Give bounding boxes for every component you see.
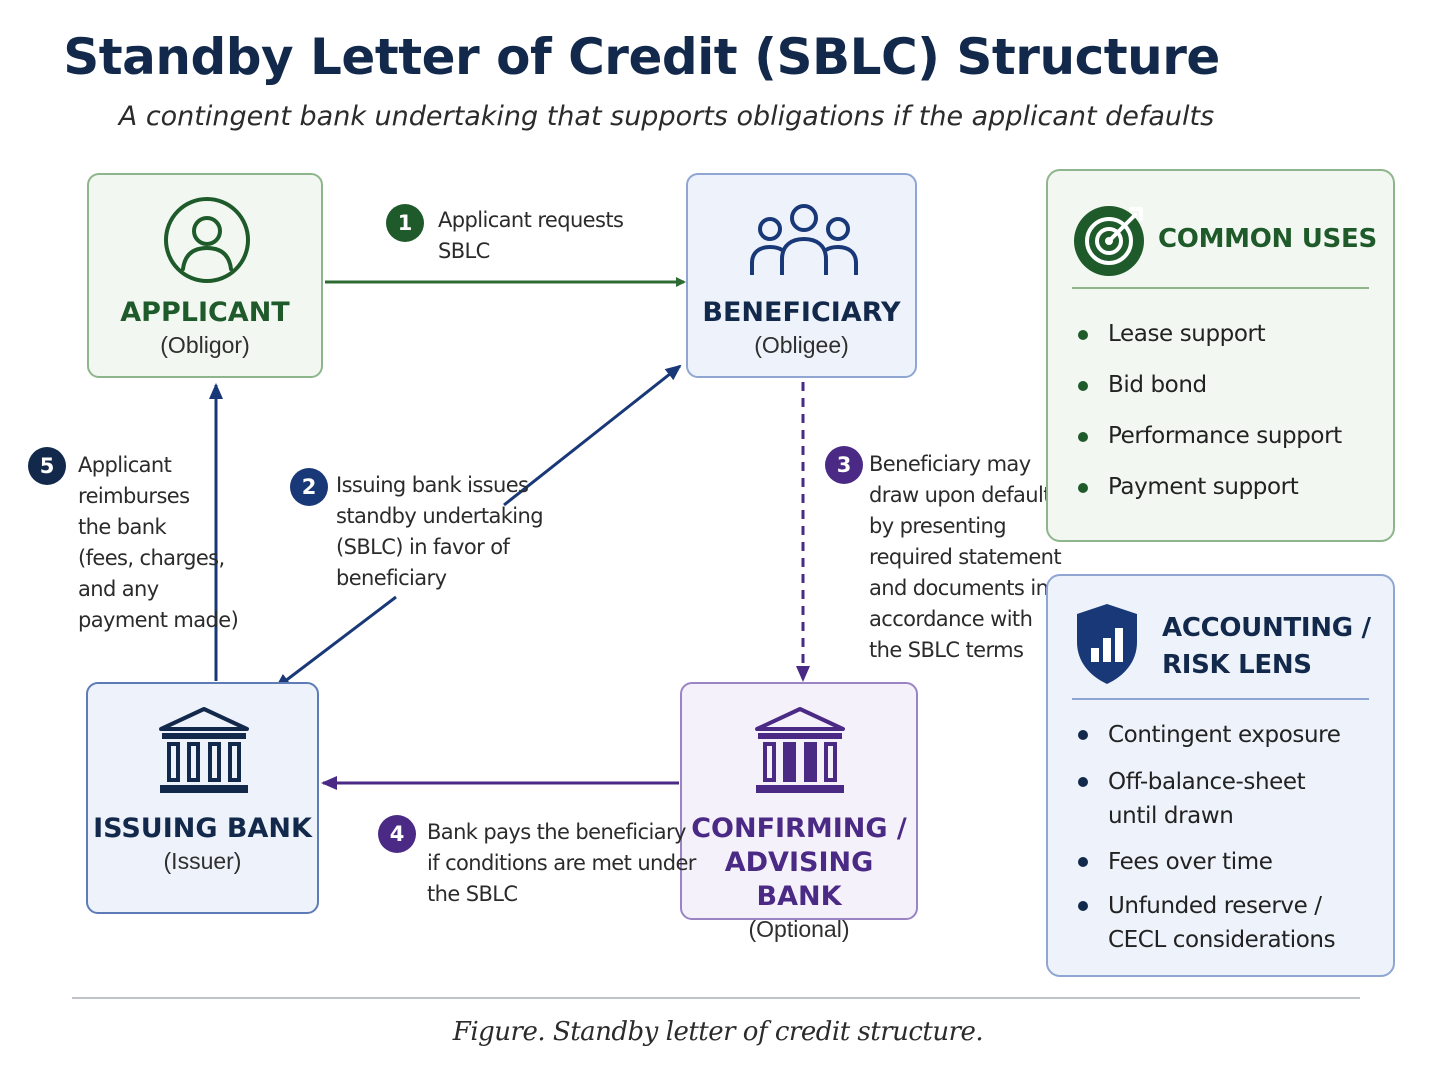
step-5-number: 5 [28,447,66,485]
issuing-bank-role: (Issuer) [163,848,242,874]
step-5-line: the bank [78,515,167,539]
list-item: Payment support [1078,462,1342,513]
step-1-line: Applicant requests [438,208,624,232]
step-3-line: Beneficiary may [869,452,1031,476]
risk-lens-panel: ACCOUNTING / RISK LENS Contingent exposu… [1046,574,1395,977]
step-5-line: payment made) [78,608,239,632]
beneficiary-name: BENEFICIARY [702,297,901,328]
step-5-line: Applicant [78,453,172,477]
step-5-line: reimburses [78,484,190,508]
step-4-line: Bank pays the beneficiary [427,820,686,844]
person-icon [164,197,250,283]
issuing-bank-name: ISSUING BANK [93,813,312,844]
applicant-name: APPLICANT [120,297,290,328]
step-4-number: 4 [378,815,416,853]
page-subtitle: A contingent bank undertaking that suppo… [118,101,1215,132]
step-5-line: and any [78,577,159,601]
risk-lens-title-line: RISK LENS [1162,650,1312,680]
issuing-bank-node: ISSUING BANK (Issuer) [86,682,319,914]
list-item-text: until drawn [1108,803,1234,829]
step-3-line: the SBLC terms [869,638,1024,662]
step-4-line: the SBLC [427,882,518,906]
list-item-text: Contingent exposure [1108,722,1341,748]
step-3-text: Beneficiary may draw upon default by pre… [869,449,1062,666]
arrow-issuing-to-beneficiary-lower [274,595,397,690]
figure-caption: Figure. Standby letter of credit structu… [452,1017,984,1047]
step-3-number: 3 [825,446,863,484]
arrow-issuing-to-beneficiary [503,364,682,507]
step-5-line: (fees, charges, [78,546,225,570]
step-4-text: Bank pays the beneficiary if conditions … [427,817,696,910]
list-item: Off-balance-sheet until drawn [1078,765,1340,833]
common-uses-list: Lease support Bid bond Performance suppo… [1078,309,1342,513]
step-2-line: (SBLC) in favor of [336,535,510,559]
risk-lens-list: Contingent exposure Off-balance-sheet un… [1078,718,1341,957]
shield-chart-icon [1077,604,1137,684]
confirming-bank-role: (Optional) [748,916,850,942]
risk-lens-title: ACCOUNTING / RISK LENS [1162,610,1371,684]
step-1-text: Applicant requests SBLC [438,205,624,267]
list-item: Performance support [1078,411,1342,462]
step-3-line: accordance with [869,607,1033,631]
step-1-number: 1 [386,204,424,242]
footer-divider [72,997,1360,999]
confirming-bank-name-line1: CONFIRMING / [691,813,907,844]
step-2-line: standby undertaking [336,504,544,528]
list-item-text: Unfunded reserve / [1108,893,1322,919]
common-uses-title: COMMON USES [1158,224,1377,254]
confirming-bank-name-line2: ADVISING BANK [724,847,874,912]
risk-lens-divider [1072,698,1369,700]
applicant-role: (Obligor) [160,332,250,358]
bank-icon [755,707,845,793]
common-uses-divider [1072,287,1369,289]
beneficiary-node: BENEFICIARY (Obligee) [686,173,917,378]
list-item: Fees over time [1078,845,1340,879]
step-3-line: and documents in [869,576,1049,600]
list-item: Contingent exposure [1078,718,1341,752]
page-title: Standby Letter of Credit (SBLC) Structur… [63,28,1220,86]
step-3-line: required statement [869,545,1062,569]
step-1-line: SBLC [438,239,490,263]
risk-lens-title-line: ACCOUNTING / [1162,613,1371,643]
step-4-line: if conditions are met under [427,851,696,875]
step-2-line: beneficiary [336,566,447,590]
list-item: Unfunded reserve / CECL considerations [1078,889,1340,957]
bank-icon [159,707,249,793]
list-item-text: Fees over time [1108,849,1273,875]
applicant-node: APPLICANT (Obligor) [87,173,323,378]
common-uses-panel: COMMON USES Lease support Bid bond Perfo… [1046,169,1395,542]
step-2-number: 2 [290,468,328,506]
list-item-text: CECL considerations [1108,927,1336,953]
step-3-line: by presenting [869,514,1007,538]
group-icon [750,204,858,275]
list-item: Lease support [1078,309,1342,360]
beneficiary-role: (Obligee) [754,332,849,358]
step-3-line: draw upon default [869,483,1051,507]
list-item-text: Off-balance-sheet [1108,769,1306,795]
step-2-text: Issuing bank issues standby undertaking … [336,470,544,594]
list-item: Bid bond [1078,360,1342,411]
confirming-bank-node: CONFIRMING / ADVISING BANK (Optional) [680,682,918,942]
step-2-line: Issuing bank issues [336,473,529,497]
step-5-text: Applicant reimburses the bank (fees, cha… [78,450,239,636]
target-icon [1074,206,1144,276]
